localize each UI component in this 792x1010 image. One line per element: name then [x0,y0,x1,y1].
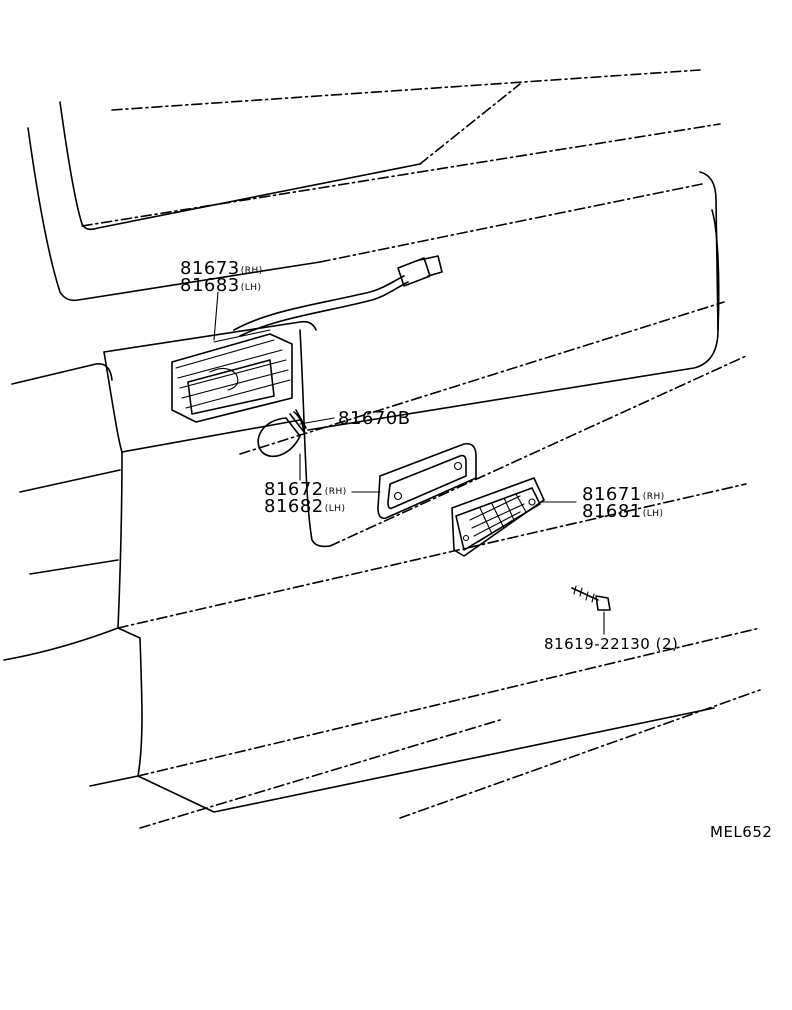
side-code: (RH) [642,492,665,502]
part-number: 81619-22130 (2) [544,635,679,653]
label-lamp-housing-rh: 81673(RH) [180,260,263,278]
part-number: 81682 [264,496,324,517]
wire-connector [397,255,443,287]
label-lens-rh: 81671(RH) [582,486,665,504]
part-number: 81673 [180,258,240,279]
lamp-wire-harness [233,275,409,337]
side-code: (LH) [324,504,346,514]
label-gasket-lh: 81682(LH) [264,498,346,516]
label-lamp-housing-lh: 81683(LH) [180,277,262,295]
gasket-outline [377,442,477,520]
side-code: (LH) [240,283,262,293]
leader-lines [213,291,605,635]
screw-icon [571,585,611,611]
label-lens-lh: 81681(LH) [582,503,664,521]
side-code: (LH) [642,509,664,519]
figure-code: MEL652 [710,823,773,841]
part-number: 81670B [338,408,411,429]
label-bulb: 81670B [338,410,411,428]
side-marker-lamp-housing [171,329,293,423]
part-number: 81683 [180,275,240,296]
side-code: (RH) [324,487,347,497]
side-code: (RH) [240,266,263,276]
part-number: 81681 [582,501,642,522]
label-gasket-rh: 81672(RH) [264,481,347,499]
part-number: 81672 [264,479,324,500]
vehicle-body-outline [3,69,761,829]
label-screw: 81619-22130 (2) [544,637,678,652]
part-number: 81671 [582,484,642,505]
lens-outline [451,477,545,557]
bulb-icon [257,409,307,458]
